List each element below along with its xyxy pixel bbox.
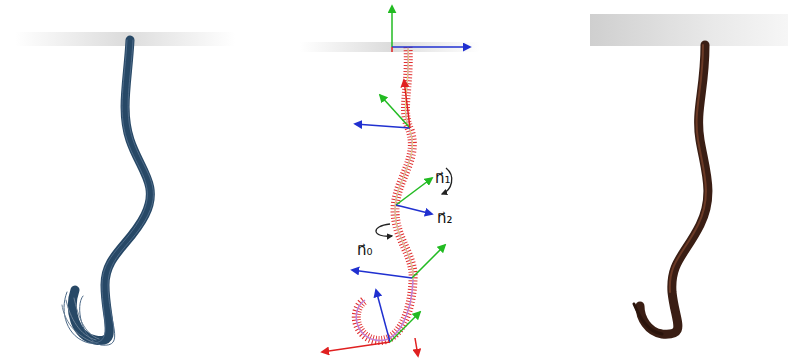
support-bar [590,14,788,46]
vector-label: n⃗₁ [434,170,452,187]
blue-hair-strand [62,40,153,345]
frame-axes [322,6,470,356]
rod-model [356,47,413,340]
support-bar [15,32,235,46]
support-bar [300,42,480,52]
vector-label: n⃗₂ [436,210,454,227]
brown-hair-strand [634,45,708,334]
vector-label: n⃗₀ [356,242,374,259]
